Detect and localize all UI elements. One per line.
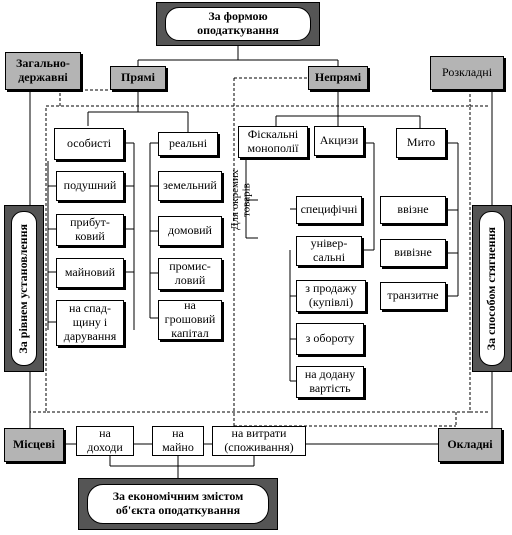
income-object-box: на доходи xyxy=(76,426,134,456)
distributed-taxes-box: Розкладні xyxy=(430,56,504,90)
collection-classification-pill: За способом стягнення xyxy=(479,211,505,366)
sales-tax-box: з продажу (купівлі) xyxy=(296,280,366,312)
customs-duty-box: Мито xyxy=(396,128,446,158)
levied-taxes-box: Окладні xyxy=(438,428,502,462)
economic-content-label: За економічним змістом об'єкта оподаткув… xyxy=(87,484,269,524)
form-classification-label: За формою оподаткування xyxy=(165,7,311,41)
excise-box: Акцизи xyxy=(314,126,364,156)
income-tax-box: прибут- ковий xyxy=(56,214,124,246)
turnover-tax-box: з обороту xyxy=(296,323,364,355)
universal-excise-box: універ- сальні xyxy=(296,236,362,266)
collection-classification-box: За способом стягнення xyxy=(472,205,512,372)
level-classification-label: За рівнем установлення xyxy=(16,223,31,354)
indirect-taxes-box: Непрямі xyxy=(308,66,368,90)
import-duty-box: ввізне xyxy=(380,196,446,224)
inheritance-tax-box: на спад- щину і дарування xyxy=(56,300,124,346)
state-taxes-box: Загально- державні xyxy=(5,52,81,90)
personal-taxes-box: особисті xyxy=(54,128,124,160)
export-duty-box: вивізне xyxy=(380,239,446,267)
direct-taxes-box: Прямі xyxy=(110,66,166,90)
expenditure-object-box: на витрати (споживання) xyxy=(212,426,306,456)
level-classification-box: За рівнем установлення xyxy=(4,205,44,372)
vat-box: на додану вартість xyxy=(296,366,364,398)
form-classification-box: За формою оподаткування xyxy=(156,2,320,46)
for-goods-label: Для окремих товарів xyxy=(229,169,253,231)
specific-excise-box: специфічні xyxy=(296,196,362,224)
economic-content-box: За економічним змістом об'єкта оподаткув… xyxy=(78,478,278,530)
local-taxes-box: Місцеві xyxy=(4,428,64,462)
money-capital-tax-box: на грошовий капітал xyxy=(158,298,222,340)
level-classification-pill: За рівнем установлення xyxy=(11,211,37,366)
collection-classification-label: За способом стягнення xyxy=(484,226,499,351)
fiscal-monopolies-box: Фіскальні монополії xyxy=(238,126,308,158)
house-tax-box: домовий xyxy=(158,216,222,246)
transit-duty-box: транзитне xyxy=(380,282,446,310)
industrial-tax-box: промис- ловий xyxy=(158,258,222,290)
poll-tax-box: подушний xyxy=(56,171,124,201)
property-object-box: на майно xyxy=(152,426,204,456)
land-tax-box: земельний xyxy=(158,171,222,201)
real-taxes-box: реальні xyxy=(158,132,218,156)
property-tax-box: майновий xyxy=(56,258,124,288)
